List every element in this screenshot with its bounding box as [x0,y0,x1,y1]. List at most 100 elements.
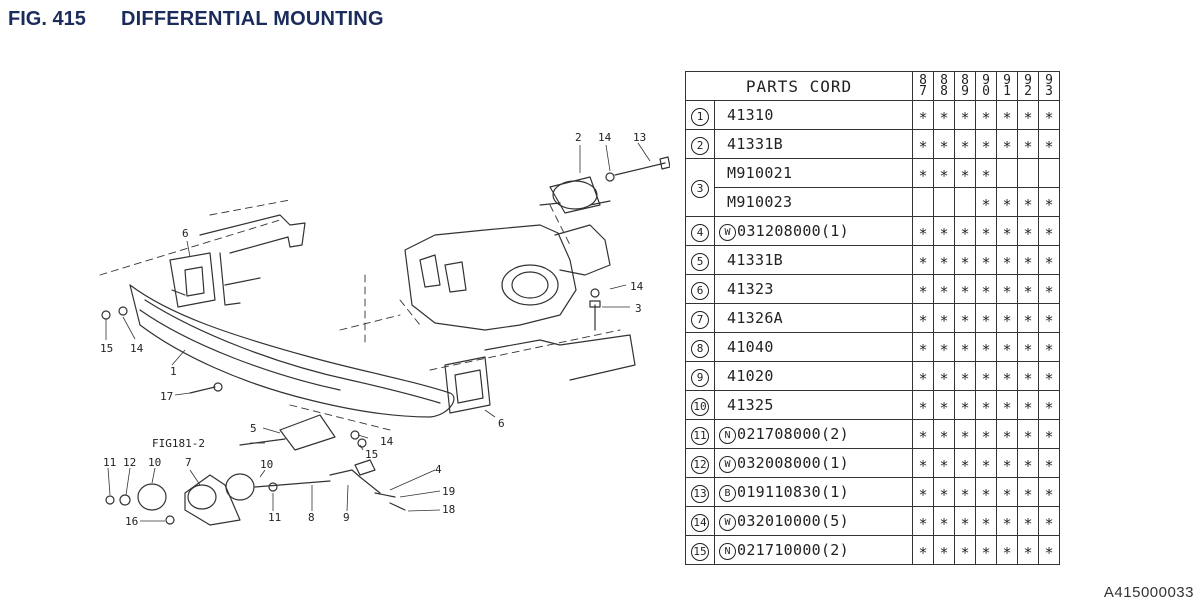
applicable-mark: ∗ [918,367,928,385]
circled-index: 14 [691,513,709,532]
part-code: 032008000(1) [737,453,849,472]
applicable-mark: ∗ [981,367,991,385]
callout-label: 6 [498,417,505,430]
applicable-mark: ∗ [960,396,970,414]
callout-label: 5 [250,422,257,435]
part-code: 019110830(1) [737,482,849,501]
applicable-mark: ∗ [981,309,991,327]
year-applicability-cell [933,187,955,217]
year-applicability-cell: ∗ [1038,245,1060,275]
applicable-mark: ∗ [1002,106,1012,124]
year-applicability-cell: ∗ [975,535,997,565]
applicable-mark: ∗ [918,338,928,356]
applicable-mark: ∗ [981,164,991,182]
circled-index: 15 [691,542,709,561]
circled-index: 9 [691,368,709,387]
row-index-cell: 1 [685,100,715,130]
part-prefix-symbol: W [719,455,736,473]
part-code: 41020 [727,367,774,385]
year-applicability-cell: ∗ [975,245,997,275]
part-code: 032010000(5) [737,511,849,530]
year-applicability-cell: ∗ [975,187,997,217]
applicable-mark: ∗ [981,512,991,530]
applicable-mark: ∗ [918,222,928,240]
applicable-mark: ∗ [981,135,991,153]
year-applicability-cell: ∗ [1017,419,1039,449]
year-applicability-cell: ∗ [1017,303,1039,333]
callout-label: 1 [170,365,177,378]
callout-label: 11 [268,511,281,524]
circled-index: 10 [691,397,709,416]
part-code-cell: 41331B [714,245,913,275]
year-applicability-cell: ∗ [1017,274,1039,304]
year-applicability-cell: ∗ [975,448,997,478]
callout-label: 10 [260,458,273,471]
year-applicability-cell: ∗ [912,245,934,275]
row-index-cell: 10 [685,390,715,420]
year-applicability-cell: ∗ [1017,477,1039,507]
row-index-cell: 5 [685,245,715,275]
year-applicability-cell: ∗ [1038,390,1060,420]
year-applicability-cell: ∗ [954,390,976,420]
circled-index: 5 [691,252,709,271]
applicable-mark: ∗ [918,280,928,298]
applicable-mark: ∗ [1002,280,1012,298]
year-applicability-cell: ∗ [954,535,976,565]
callout-label: 11 [103,456,116,469]
year-applicability-cell: ∗ [933,390,955,420]
year-applicability-cell: ∗ [1017,332,1039,362]
year-applicability-cell: ∗ [912,274,934,304]
year-applicability-cell: ∗ [1017,129,1039,159]
year-applicability-cell: ∗ [1038,332,1060,362]
applicable-mark: ∗ [918,396,928,414]
callout-label: 8 [308,511,315,524]
row-index-cell: 6 [685,274,715,304]
year-applicability-cell: ∗ [1038,274,1060,304]
year-applicability-cell: ∗ [933,419,955,449]
part-code: 021710000(2) [737,540,849,559]
applicable-mark: ∗ [939,251,949,269]
applicable-mark: ∗ [981,222,991,240]
year-applicability-cell: ∗ [912,506,934,536]
part-code-cell: 41310 [714,100,913,130]
year-applicability-cell: ∗ [933,274,955,304]
row-index-cell: 13 [685,477,715,507]
row-index-cell: 4 [685,216,715,246]
applicable-mark: ∗ [918,164,928,182]
applicable-mark: ∗ [960,135,970,153]
applicable-mark: ∗ [960,164,970,182]
year-applicability-cell: ∗ [1017,245,1039,275]
document-id: A415000033 [1103,584,1194,601]
applicable-mark: ∗ [918,541,928,559]
year-applicability-cell: ∗ [912,100,934,130]
part-code: 41310 [727,106,774,124]
year-applicability-cell: ∗ [1038,187,1060,217]
row-index-cell: 14 [685,506,715,536]
year-applicability-cell: ∗ [1038,535,1060,565]
part-code: 021708000(2) [737,424,849,443]
exploded-parts-diagram: 2 14 13 6 14 3 15 14 1 17 6 5 FIG181-2 1… [90,125,671,545]
applicable-mark: ∗ [981,541,991,559]
applicable-mark: ∗ [1044,106,1054,124]
applicable-mark: ∗ [1023,309,1033,327]
year-applicability-cell: ∗ [912,448,934,478]
applicable-mark: ∗ [1002,425,1012,443]
row-index-cell: 11 [685,419,715,449]
part-code: M910023 [727,193,793,211]
year-applicability-cell: ∗ [1017,361,1039,391]
year-applicability-cell: ∗ [1017,535,1039,565]
year-applicability-cell: ∗ [954,506,976,536]
year-applicability-cell: ∗ [912,303,934,333]
figure-header: FIG. 415 DIFFERENTIAL MOUNTING [8,6,384,32]
applicable-mark: ∗ [960,367,970,385]
applicable-mark: ∗ [1002,367,1012,385]
